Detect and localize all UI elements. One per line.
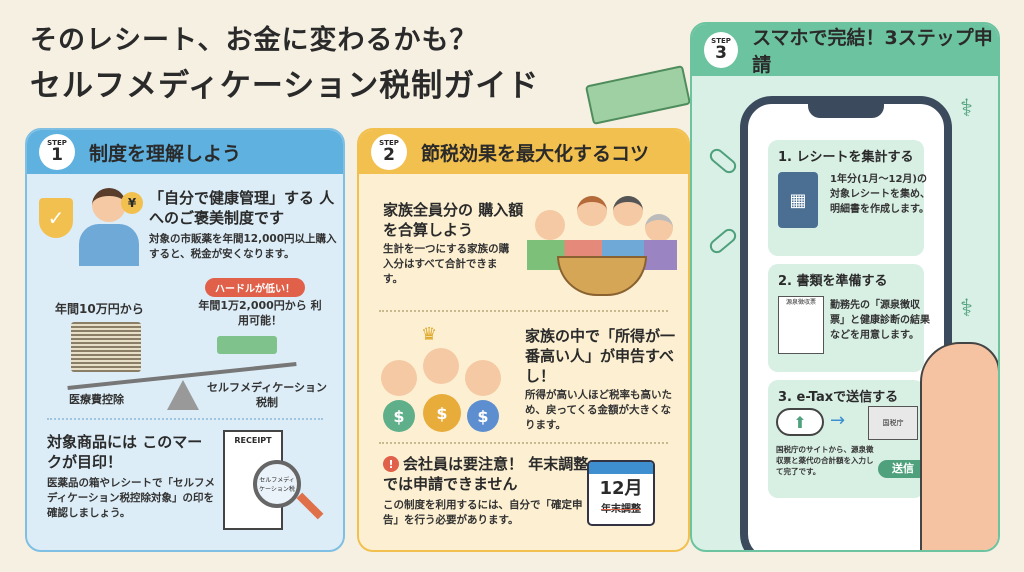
money-bag-icon: $: [383, 400, 415, 432]
step-number: 2: [383, 145, 395, 165]
title-line2: セルフメディケーション税制ガイド: [30, 68, 540, 104]
small-money-stack: [217, 336, 277, 354]
cloud-upload-icon: ⬆: [776, 408, 824, 436]
tip1-text: 生計を一つにする家族の購入分はすべて合計できます。: [383, 243, 510, 285]
s3-text: 国税庁のサイトから、源泉徴収票と薬代の合計額を入力して完了です。: [776, 445, 874, 476]
stethoscope-icon: ⚕: [960, 94, 973, 122]
receipt-label: RECEIPT: [234, 436, 272, 445]
step-label: STEP: [711, 37, 731, 45]
hurdle-badge: ハードルが低い！: [205, 278, 305, 297]
large-money-stack: [71, 322, 141, 372]
tip2-heading: 家族の中で「所得が一番高い人」が申告すべし！: [525, 327, 676, 385]
step2-heading: 節税効果を最大化するコツ: [421, 142, 650, 165]
calendar-icon: 12月 年末調整: [587, 460, 655, 526]
hand-illustration: [920, 342, 998, 550]
step-number: 3: [715, 43, 727, 63]
s1-text: 1年分(1月～12月)の対象レシートを集め、明細書を作成します。: [830, 174, 930, 215]
person-illustration: [79, 188, 139, 268]
s2-heading: 2. 書類を準備する: [778, 274, 888, 289]
scale-base: [167, 380, 199, 410]
s3-building-label: 国税庁: [882, 419, 904, 427]
tax-office-building-icon: 国税庁: [868, 406, 918, 440]
s3-heading: 3. e-Taxで送信する: [778, 390, 899, 405]
pill-capsule-icon: [707, 145, 739, 177]
money-bag-icon: $: [467, 400, 499, 432]
arrow-right-icon: →: [830, 410, 846, 431]
mark-text: 医薬品の箱やレシートで「セルフメディケーション税控除対象」の印を確認しましょう。: [47, 477, 215, 519]
crown-icon: ♛: [421, 324, 438, 345]
step3-card-1: 1. レシートを集計する ▦ 1年分(1月～12月)の対象レシートを集め、明細書…: [768, 140, 930, 256]
yen-coin-icon: ¥: [121, 192, 143, 214]
step1-heading: 制度を理解しよう: [89, 142, 242, 165]
s2-text: 勤務先の「源泉徴収票」と健康診断の結果などを用意します。: [830, 300, 930, 341]
tip1-heading: 家族全員分の 購入額を合算しよう: [383, 201, 524, 239]
warning-heading: 会社員は要注意！ 年末調整では申請できません: [383, 455, 589, 493]
s2-doc-label: 源泉徴収票: [785, 299, 816, 306]
stethoscope-icon: ⚕: [960, 294, 973, 322]
phone-notch: [808, 102, 884, 118]
family-moneybags-illustration: ♛ $ $ $: [381, 324, 501, 434]
magnifier-icon: セルフメディケーション税: [253, 460, 301, 508]
step-number: 1: [51, 145, 63, 165]
step3-card-2: 2. 書類を準備する 源泉徴収票 勤務先の「源泉徴収票」と健康診断の結果などを用…: [768, 264, 930, 372]
calendar-label: 年末調整: [601, 504, 641, 515]
warning-text: この制度を利用するには、自分で「確定申告」を行う必要があります。: [383, 499, 583, 526]
left-amount: 年間10万円から: [55, 302, 144, 316]
step3-heading: スマホで完結！3ステップ申請: [752, 27, 993, 76]
money-bag-icon: $: [423, 394, 461, 432]
magnifier-handle: [296, 492, 324, 520]
step3-card-3: 3. e-Taxで送信する ⬆ → 国税庁 国税庁のサイトから、源泉徴収票と薬代…: [768, 380, 928, 498]
step1-lead: 「自分で健康管理」する 人へのご褒美制度です: [149, 189, 335, 227]
right-amount: 年間1万2,000円から 利用可能！: [198, 299, 322, 327]
pill-capsule-icon: [707, 225, 739, 257]
document-icon: 源泉徴収票: [778, 296, 824, 354]
s1-heading: 1. レシートを集計する: [778, 150, 914, 165]
receipt-mark: セルフメディケーション税: [259, 477, 295, 493]
send-button[interactable]: 送信: [878, 460, 928, 478]
step1-lead-text: 対象の市販薬を年間12,000円以上購入すると、税金が安くなります。: [149, 233, 337, 260]
warning-icon: !: [383, 456, 399, 472]
title-line1: そのレシート、お金に変わるかも？: [30, 25, 478, 56]
calculator-icon: ▦: [778, 172, 818, 228]
phone-frame: 1. レシートを集計する ▦ 1年分(1月～12月)の対象レシートを集め、明細書…: [740, 96, 952, 550]
money-stack-decoration: [584, 65, 692, 125]
mark-heading: 対象商品には このマークが目印！: [47, 433, 203, 471]
tip2-text: 所得が高い人ほど税率も高いため、戻ってくる金額が大きくなります。: [525, 389, 672, 431]
step-label: STEP: [47, 139, 67, 147]
family-basket-illustration: [527, 190, 677, 300]
step-label: STEP: [379, 139, 399, 147]
calendar-month: 12月: [599, 478, 643, 499]
shield-check-icon: ✓: [39, 198, 73, 238]
right-label: セルフメディケーション 税制: [207, 381, 328, 409]
left-label: 医療費控除: [69, 393, 124, 406]
